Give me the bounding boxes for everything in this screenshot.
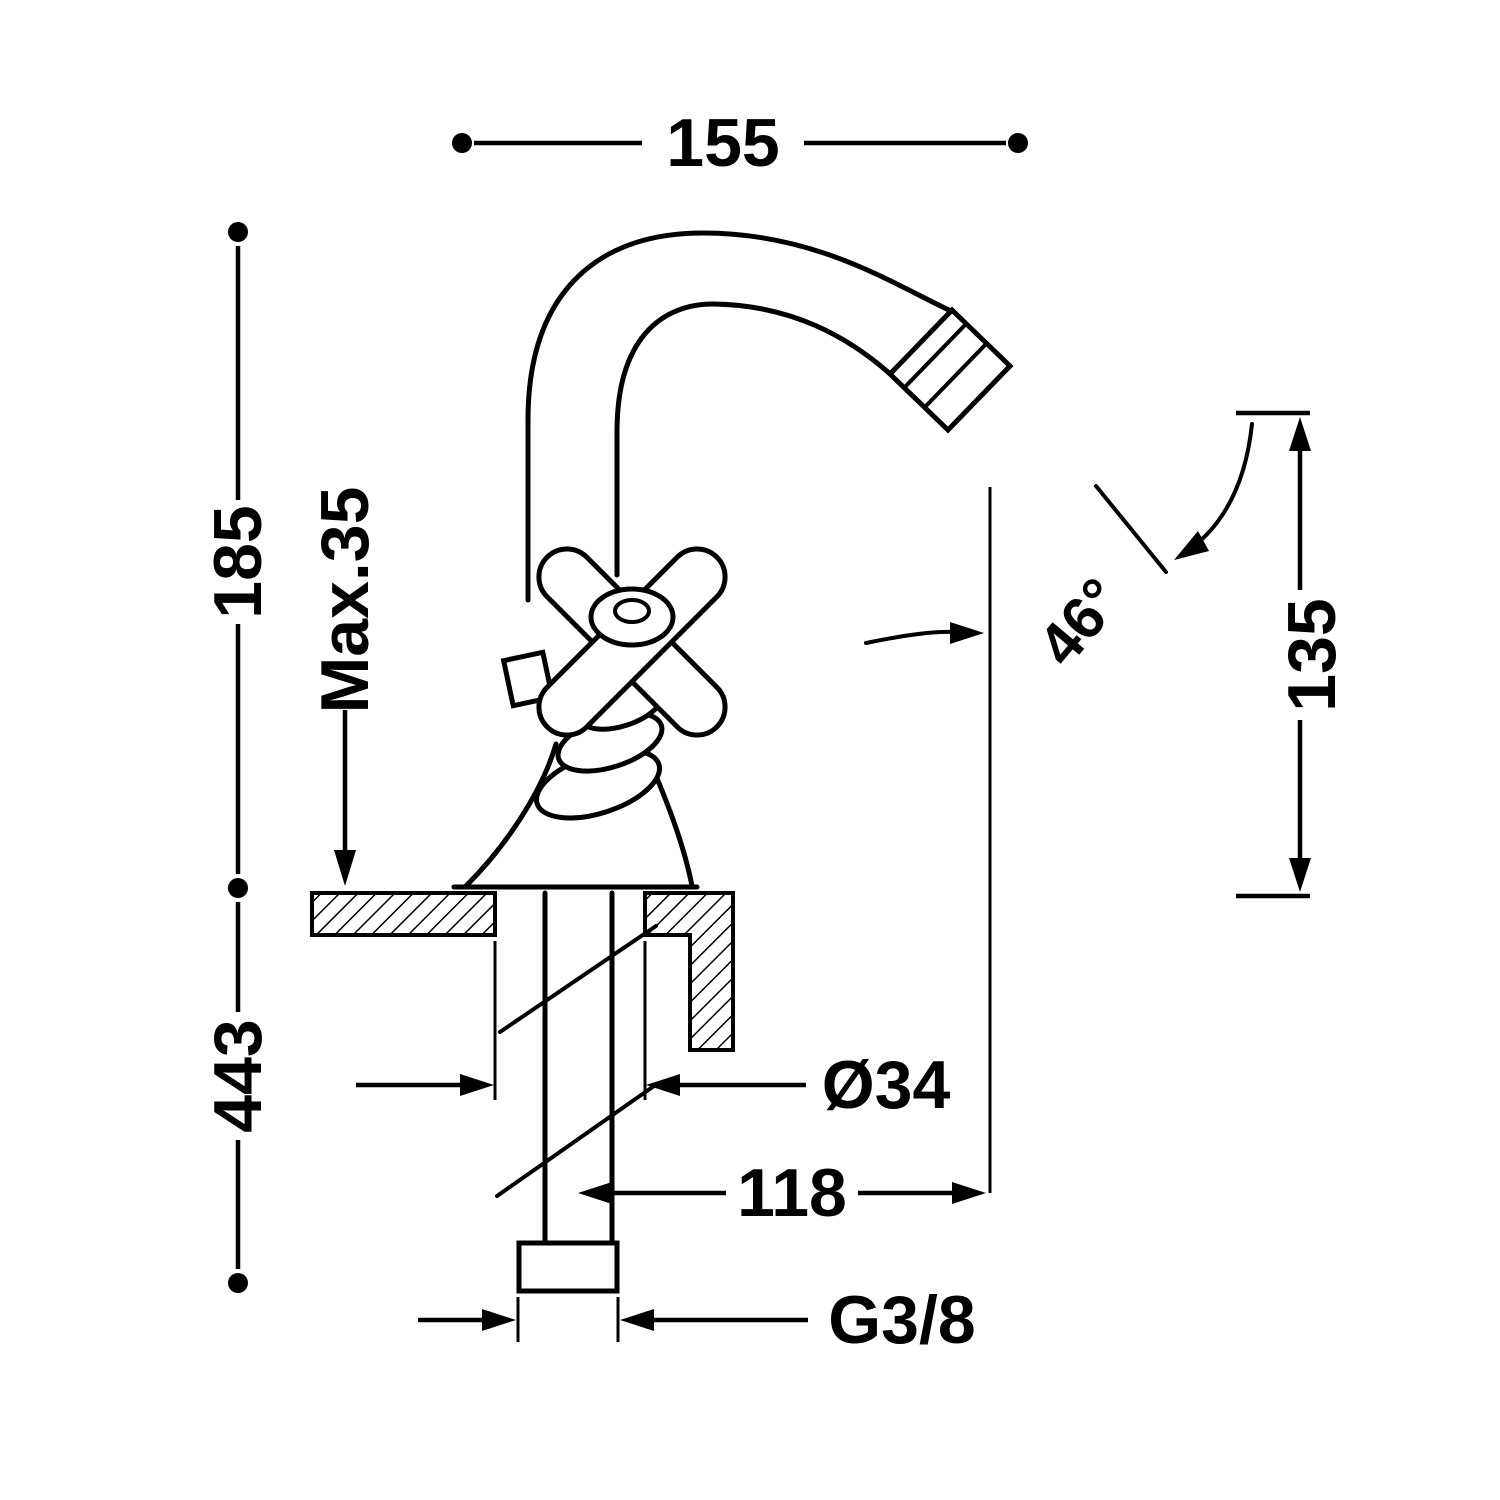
dim-label-135: 135	[1274, 598, 1350, 711]
angle-arc	[1178, 422, 1254, 558]
dim-dot	[228, 878, 248, 898]
handle-cap-button	[613, 598, 651, 624]
arrowhead-arc	[1174, 531, 1209, 560]
dim-label-max35: Max.35	[307, 487, 383, 714]
dim-label-185: 185	[200, 505, 276, 618]
dim-dot	[228, 1273, 248, 1293]
dim-dot	[228, 222, 248, 242]
inlet-nut	[516, 1240, 620, 1294]
spout-outer-profile	[525, 230, 954, 603]
aerator-ring-line-2	[923, 341, 989, 409]
dim-dot	[452, 133, 472, 153]
dim-hole-diameter: Ø34	[356, 941, 950, 1123]
angle-leader	[864, 629, 954, 645]
counter-left-slab	[310, 891, 497, 937]
arrowhead-right	[952, 1182, 986, 1204]
dim-label-118: 118	[737, 1155, 847, 1231]
pipe-break-slash-lower	[495, 1084, 656, 1198]
dim-spout-reach: 118	[578, 1155, 986, 1231]
pipe-break-slash-upper	[498, 924, 658, 1034]
faucet-body	[451, 230, 1014, 890]
dim-overall-width: 155	[452, 105, 1028, 181]
arrowhead-right	[460, 1074, 494, 1096]
arrowhead-left	[578, 1182, 612, 1204]
arrowhead-up	[1289, 417, 1311, 451]
aerator	[886, 306, 1014, 434]
base-flare-left	[463, 741, 559, 889]
aerator-ring-line-1	[902, 322, 968, 390]
arrowhead-left	[620, 1309, 654, 1331]
dim-max-deck-thickness: Max.35	[307, 487, 383, 886]
arrowhead-down	[1289, 858, 1311, 892]
spout-axis-extension	[1094, 484, 1168, 574]
arrowhead-right	[950, 622, 984, 644]
arrowhead-down	[334, 850, 356, 886]
dim-dot	[1008, 133, 1028, 153]
counter-right-slab	[643, 891, 735, 1052]
arrowhead-left	[646, 1074, 680, 1096]
dim-inlet-thread: G3/8	[418, 1282, 976, 1358]
dim-label-443: 443	[200, 1019, 276, 1132]
countertop-section	[310, 891, 735, 1052]
threaded-inlet-pipe	[495, 890, 658, 1294]
arrowhead-right	[482, 1309, 516, 1331]
dim-left-heights: 185 443	[200, 222, 276, 1293]
dim-label-155: 155	[666, 105, 779, 181]
dim-label-g38: G3/8	[828, 1282, 975, 1358]
dim-label-46deg: 46°	[1025, 566, 1135, 679]
spout-inner-profile	[614, 301, 892, 578]
dim-label-d34: Ø34	[822, 1047, 951, 1123]
dim-outlet-height: 135	[1236, 410, 1350, 899]
